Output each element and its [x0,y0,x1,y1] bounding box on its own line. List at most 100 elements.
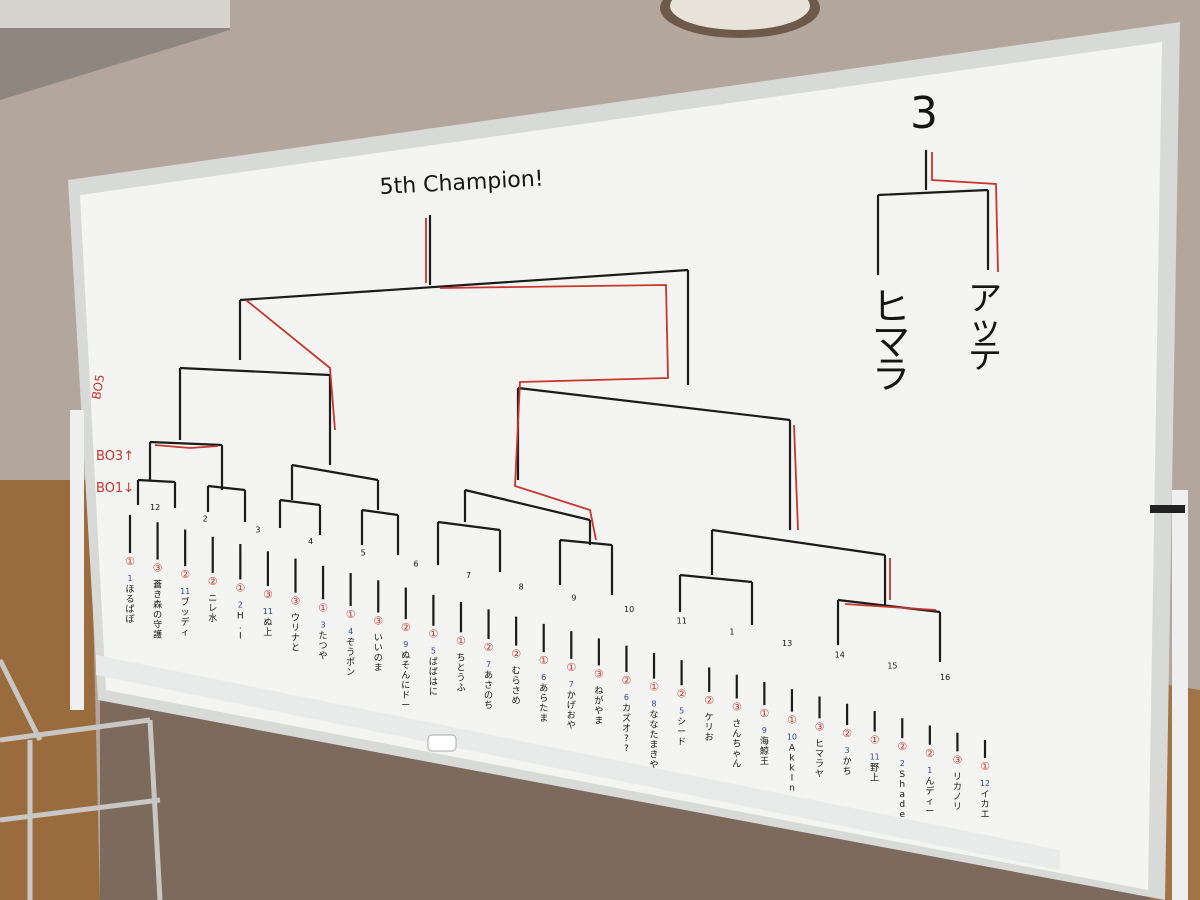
entrant-name-char: エ [980,810,989,820]
entrant-name-char: イ [980,790,989,800]
entrant-name-char: ズ [622,712,631,724]
match-number: 9 [571,594,576,603]
entrant-name-char: 蒼 [153,579,162,591]
match-number: 2 [203,514,208,523]
entrant-score: ③ [732,700,742,713]
entrant-name-char: ケ [705,712,714,723]
eraser [427,734,457,752]
entrant-score: ① [870,734,880,747]
entrant-name-char: 上 [263,627,272,638]
entrant-name: ウリナと [291,613,300,654]
entrant-name-char: お [705,732,714,743]
third-place-label: 3 [910,88,938,139]
entrant-name-char: カ [953,781,962,792]
entrant-name: ぞうポン [346,637,355,678]
entrant-name-char: ? [624,734,629,744]
entrant-name-char: の [153,611,162,621]
entrant-name-char: ー [677,727,686,737]
entrant-name-char: 王 [760,756,769,767]
entrant-name-char: ん [732,728,741,739]
entrant-name-char: き [153,590,162,601]
entrant-name-char: ラ [815,758,824,769]
entrant-name-char: ま [539,713,548,724]
entrant-name-char: 守 [153,619,162,631]
entrant-name-char: d [899,800,905,810]
entrant-seed: 9 [403,640,408,649]
round-note-bo3: BO3↑ [96,449,134,464]
main-bracket [136,215,942,662]
entrant-score: ① [980,760,990,773]
entrant-name: ななたまきや [650,710,659,771]
entrant-name-char: に [401,680,410,691]
entrant-name-char: は [429,677,438,688]
entrant-name-char: ウ [291,613,300,624]
entrant-name-char: ぬ [263,617,272,628]
entrant-name-char: 護 [153,629,162,641]
entrant-name-char: ね [594,685,603,696]
entrant-name-char: と [291,643,300,654]
entrant-name: かげおや [567,690,576,731]
entrant-name: ヒマラヤ [815,738,824,779]
entrant-name: ブッディ [181,596,190,638]
entrant-name-char: の [374,654,383,664]
entrant-name-char: さ [732,718,741,729]
entrant-score: ① [566,661,576,674]
entrant-name-char: n [789,784,795,794]
entrant-name-char: 海 [760,735,769,747]
entrant-name-char: ィ [181,628,190,638]
entrant-name-char: 鯨 [760,745,769,757]
entrant-name-char: ナ [291,633,300,644]
entrant-name-char: A [789,744,796,754]
entrant-seed: 3 [845,746,850,755]
entrant-name: さんちゃん [732,718,741,769]
entrant-name-char: ま [650,740,659,751]
match-number: 14 [835,650,845,659]
entrant-column: ② ケリお [704,667,714,743]
entrant-score: ② [704,694,714,707]
entrant-name-char: h [899,780,905,790]
entrant-name-char: リ [705,723,714,733]
entrant-name-char: ィ [925,797,934,807]
entrant-score: ③ [815,720,825,733]
entrant-score: ② [511,648,521,661]
entrant-name: 海鯨王 [760,735,769,767]
entrant-name-char: ゃ [732,749,741,759]
entrant-name-char: た [650,730,659,741]
entrant-score: ② [180,568,190,581]
entrant-seed: 11 [870,753,880,762]
entrant-score: ① [125,555,135,568]
entrant-name-char: ち [456,652,465,663]
entrant-name: あらたま [539,683,548,724]
match-number: 3 [255,526,260,535]
third-right-char: ッ [968,309,1002,349]
entrant-name-char: ー [401,701,410,711]
entrant-score: ② [842,727,852,740]
entrant-seed: 10 [787,733,797,742]
entrant-name-char: ち [843,766,852,777]
entrant-name-char: ば [429,667,438,678]
third-right-char: テ [968,337,1002,377]
entrant-seed: 11 [180,587,190,596]
entrant-score: ① [759,707,769,720]
entrant-name-char: I [239,631,242,641]
entrant-name-char: マ [815,749,824,759]
entrant-name-char: カ [980,799,989,810]
entrant-name-char: ら [539,693,548,704]
entrant-name-char: き [650,750,659,761]
entrant-name-char: ヒ [815,738,824,749]
entrant-name-char: ぬ [401,650,410,661]
entrant-name: リカノリ [953,772,962,812]
entrant-name-char: あ [539,683,548,694]
